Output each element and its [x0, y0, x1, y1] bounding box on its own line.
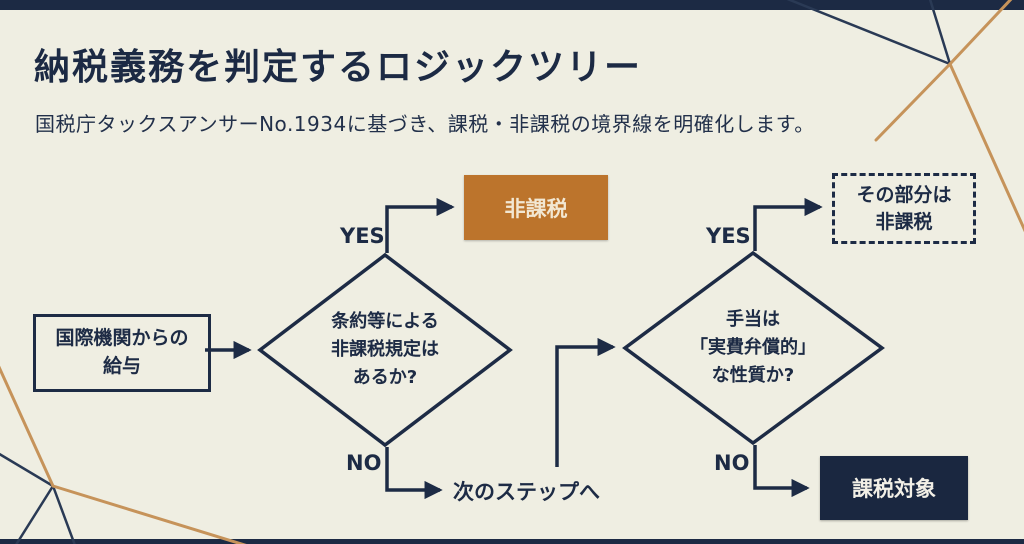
result-nontaxable-node: 非課税 [464, 175, 608, 240]
result-taxable-node: 課税対象 [820, 456, 968, 520]
arrow-decision1-yes [385, 197, 455, 253]
start-node: 国際機関からの 給与 [33, 314, 211, 392]
decision2-yes-label: YES [706, 224, 751, 248]
decision1-diamond [257, 252, 513, 448]
next-step-label: 次のステップへ [453, 480, 600, 504]
arrow-nextstep-to-decision2 [555, 337, 616, 467]
page-title: 納税義務を判定するロジックツリー [34, 47, 643, 88]
decision2-no-label: NO [714, 451, 750, 475]
arrow-decision1-no [385, 447, 443, 500]
result-partial-nontaxable-node: その部分は 非課税 [832, 173, 976, 244]
decision1-question: 条約等による 非課税規定は あるか? [331, 311, 439, 388]
arrow-decision2-no [753, 445, 810, 498]
bottom-accent-bar [0, 539, 1024, 544]
decision1-yes-label: YES [340, 224, 385, 248]
page-subtitle: 国税庁タックスアンサーNo.1934に基づき、課税・非課税の境界線を明確化します… [35, 112, 815, 136]
decision2-diamond [622, 250, 885, 446]
corner-decor-bottom-left-icon [0, 365, 247, 544]
corner-decor-top-right-icon [786, 0, 1024, 233]
arrow-decision2-yes [753, 197, 823, 251]
decision2-question: 手当は 「実費弁償的」 な性質か? [690, 309, 816, 386]
decision1-no-label: NO [346, 451, 382, 475]
top-accent-bar [0, 0, 1024, 10]
